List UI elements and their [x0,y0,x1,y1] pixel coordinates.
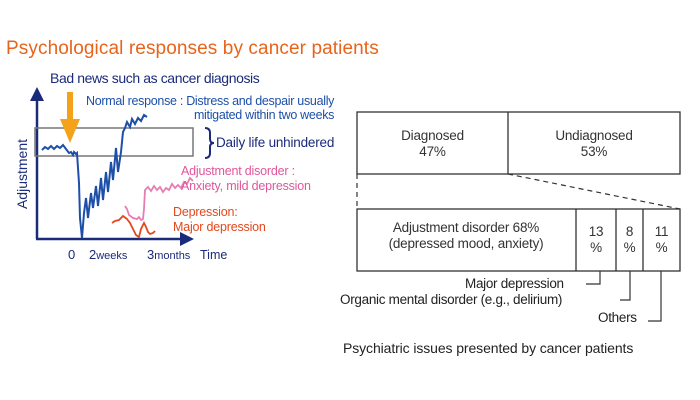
event-label: Bad news such as cancer diagnosis [50,70,260,86]
depression-label: Depression: Major depression [173,205,266,235]
tick-number: 0 [68,247,76,262]
adjustment-disorder-label: Adjustment disorder 68% [392,220,540,235]
leader-organic [620,271,631,301]
adjustment-label-line1: Adjustment disorder : [181,164,295,178]
undiagnosed-cell: Undiagnosed 53% [508,128,680,160]
adjustment-label-line2: Anxiety, mild depression [181,179,311,193]
normal-response-label: Normal response : Distress and despair u… [86,94,334,122]
bottom-row-box [356,208,681,272]
cell-unit: % [623,240,636,255]
tick-number: 2 [89,247,97,262]
page-title: Psychological responses by cancer patien… [6,38,379,59]
normal-band [34,127,194,157]
diagnosed-value: 47% [419,144,446,159]
caption: Psychiatric issues presented by cancer p… [343,340,634,356]
bad-news-arrow-icon [60,119,80,143]
normal-response-line1: Normal response : Distress and despair u… [86,94,335,108]
normal-response-curve [41,113,148,239]
diagnosed-label: Diagnosed [401,128,464,143]
x-tick-3months: 3months [147,247,190,262]
adjustment-disorder-sub: (depressed mood, anxiety) [388,236,544,251]
others-cell: 11 % [643,224,680,256]
daily-life-label: Daily life unhindered [216,135,335,150]
leader-others [648,271,662,322]
diagnosed-cell: Diagnosed 47% [357,128,508,160]
zoom-line-right [507,173,681,210]
depression-curve [111,214,156,239]
legend-others: Others [598,310,637,325]
x-axis-arrow-icon [180,232,194,246]
normal-response-line2: mitigated within two weeks [193,108,335,122]
x-tick-0: 0 [68,247,75,262]
bad-news-arrow-shaft [67,92,73,120]
legend-major-depression: Major depression [465,276,564,291]
tick-number: 3 [147,247,155,262]
tick-unit: weeks [96,250,128,262]
adjustment-disorder-cell: Adjustment disorder 68% (depressed mood,… [357,220,575,252]
y-axis-label: Adjustment [14,138,30,210]
cell-value: 8 [625,224,634,239]
leader-major [586,271,601,285]
depression-label-line2: Major depression [173,220,266,234]
cell-value: 13 [588,224,604,239]
adjustment-curve [124,176,194,222]
top-row-box [356,111,681,175]
cell-unit: % [590,240,602,255]
undiagnosed-value: 53% [580,144,608,159]
legend-organic-disorder: Organic mental disorder (e.g., delirium) [340,292,563,307]
adjustment-label: Adjustment disorder : Anxiety, mild depr… [181,164,311,194]
cell-value: 11 [654,224,669,239]
bracket-icon [204,127,215,159]
x-axis-label: Time [200,248,228,262]
y-axis-arrow-icon [30,87,44,101]
cell-unit: % [655,240,668,255]
depression-label-line1: Depression: [173,205,238,219]
undiagnosed-label: Undiagnosed [555,128,633,143]
organic-disorder-cell: 8 % [616,224,643,256]
major-depression-cell: 13 % [576,224,616,256]
x-tick-2weeks: 2weeks [89,247,127,262]
tick-unit: months [154,250,191,262]
